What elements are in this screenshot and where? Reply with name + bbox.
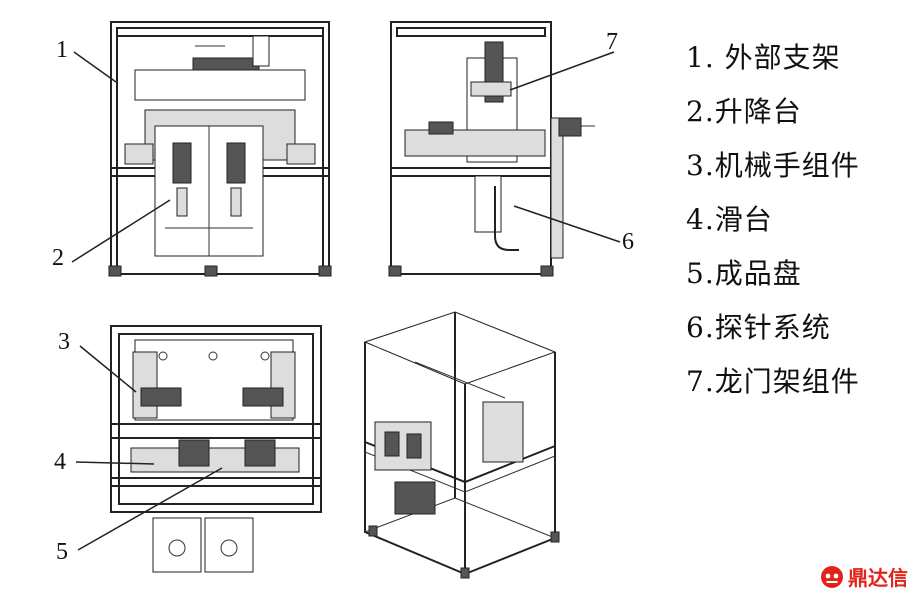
legend-item-outer-frame: 1. 外部支架 bbox=[686, 41, 841, 74]
brand-logo-icon bbox=[821, 565, 843, 588]
legend-item-finished-tray: 5.成品盘 bbox=[686, 257, 802, 290]
brand-name: 鼎达信 bbox=[848, 566, 908, 590]
isometric-view bbox=[355, 302, 575, 584]
leader-line-1 bbox=[73, 51, 117, 83]
callout-3: 3 bbox=[58, 329, 70, 355]
legend-item-gantry: 7.龙门架组件 bbox=[686, 365, 860, 398]
top-view bbox=[105, 322, 335, 582]
callout-1: 1 bbox=[56, 37, 68, 63]
leader-line-6 bbox=[513, 205, 621, 243]
legend-item-slide-table: 4.滑台 bbox=[686, 203, 773, 236]
callout-7: 7 bbox=[606, 29, 618, 55]
legend: 1. 外部支架 2.升降台 3.机械手组件 4.滑台 5.成品盘 6.探针系统 … bbox=[686, 38, 860, 416]
leader-line-3 bbox=[79, 345, 137, 393]
brand-watermark: 鼎达信 bbox=[820, 562, 908, 591]
leader-line-4 bbox=[75, 461, 155, 465]
leader-line-5 bbox=[77, 467, 223, 551]
leader-line-7 bbox=[509, 51, 615, 91]
legend-item-lift-table: 2.升降台 bbox=[686, 95, 802, 128]
callout-6: 6 bbox=[622, 229, 634, 255]
callout-2: 2 bbox=[52, 245, 64, 271]
callout-4: 4 bbox=[54, 449, 66, 475]
front-view bbox=[105, 18, 335, 280]
legend-item-probe-system: 6.探针系统 bbox=[686, 311, 831, 344]
leader-line-2 bbox=[71, 199, 171, 263]
side-view bbox=[385, 18, 615, 280]
legend-item-manipulator: 3.机械手组件 bbox=[686, 149, 860, 182]
callout-5: 5 bbox=[56, 539, 68, 565]
